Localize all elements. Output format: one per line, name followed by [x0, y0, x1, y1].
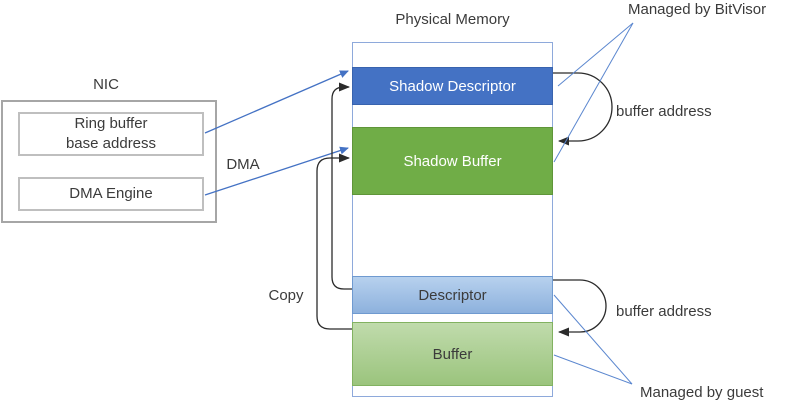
memory-block-buffer: Buffer: [352, 322, 553, 386]
dma-engine-box: DMA Engine: [18, 177, 204, 211]
dma-arrow-ring-buffer-to-shadow-descriptor: [204, 70, 349, 134]
descriptor-label: Descriptor: [418, 286, 487, 304]
physical-memory-title: Physical Memory: [395, 11, 510, 28]
buffer-address-connector-guest: [553, 279, 607, 337]
dma-engine-label: DMA Engine: [69, 185, 153, 202]
bitvisor-callout-line-shadow-buffer: [553, 22, 634, 163]
ring-buffer-label-line2: base address: [65, 135, 157, 152]
managed-by-guest-label: Managed by guest: [640, 384, 764, 401]
copy-connector-buffer-to-shadow-buffer: [316, 153, 352, 330]
guest-callout-line-buffer: [553, 354, 633, 385]
dma-label: DMA: [226, 156, 260, 173]
buffer-label: Buffer: [432, 345, 473, 363]
buffer-address-label-bottom: buffer address: [616, 303, 712, 320]
memory-block-shadow-buffer: Shadow Buffer: [352, 127, 553, 195]
copy-connector-descriptor-to-shadow-descriptor: [331, 82, 352, 290]
copy-label: Copy: [268, 287, 304, 304]
shadow-buffer-label: Shadow Buffer: [403, 152, 502, 170]
buffer-address-label-top: buffer address: [616, 103, 712, 120]
memory-block-shadow-descriptor: Shadow Descriptor: [352, 67, 553, 105]
buffer-address-connector-shadow: [553, 72, 613, 146]
bitvisor-callout-line-shadow-descriptor: [557, 22, 634, 87]
memory-block-descriptor: Descriptor: [352, 276, 553, 314]
shadow-descriptor-label: Shadow Descriptor: [389, 77, 516, 95]
ring-buffer-base-address-box: Ring buffer base address: [18, 112, 204, 156]
managed-by-bitvisor-label: Managed by BitVisor: [628, 1, 767, 18]
nic-title: NIC: [93, 76, 119, 93]
ring-buffer-label-line1: Ring buffer: [74, 115, 148, 132]
